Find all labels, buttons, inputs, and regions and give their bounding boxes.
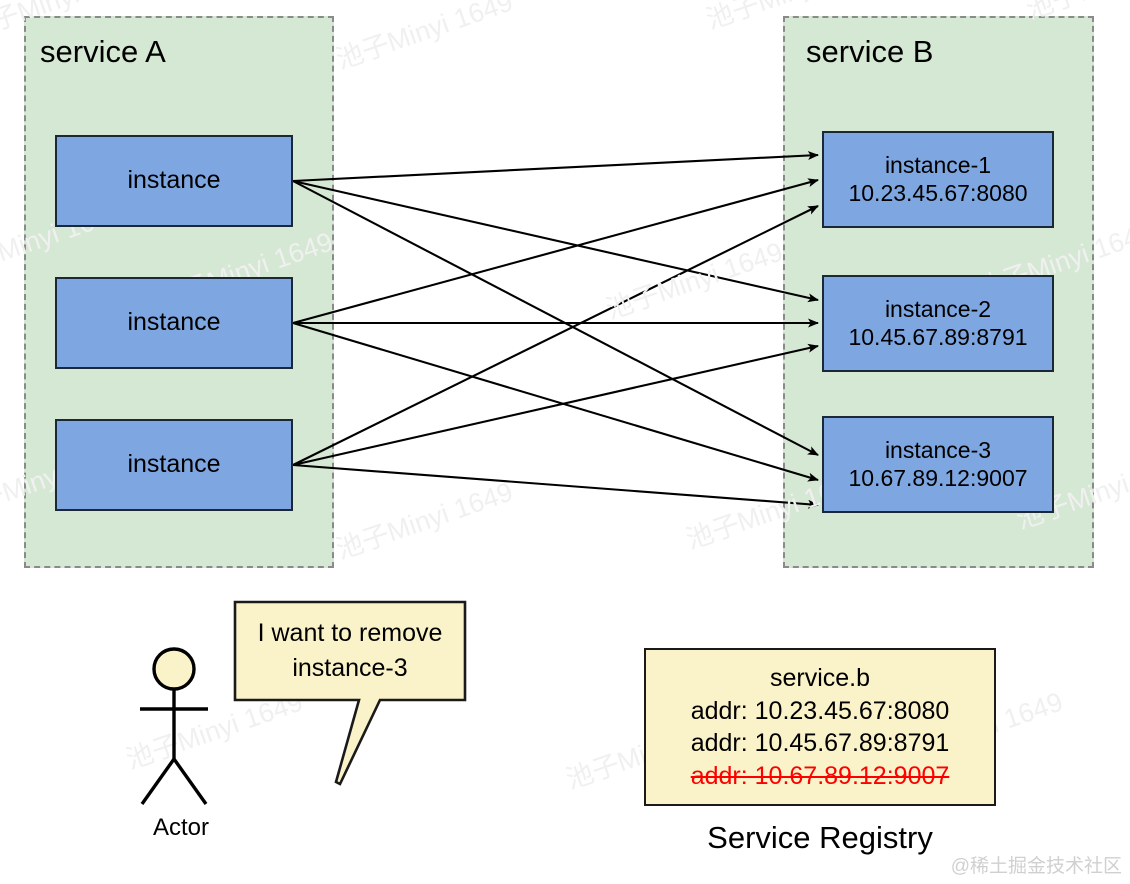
actor-label: Actor: [152, 814, 209, 841]
service-a-instance-1[interactable]: instance: [55, 135, 293, 227]
service-registry-box[interactable]: service.b addr: 10.23.45.67:8080 addr: 1…: [644, 648, 996, 806]
instance-name: instance-2: [884, 296, 992, 323]
speech-line-1: I want to remove: [257, 619, 443, 647]
instance-label: instance: [127, 450, 221, 479]
instance-address: 10.23.45.67:8080: [848, 179, 1028, 206]
watermark-text: 池子Minyi 1649: [602, 236, 787, 325]
registry-entry: addr: 10.23.45.67:8080: [690, 696, 950, 725]
service-b-title: service B: [806, 34, 934, 69]
registry-entry-removed: addr: 10.67.89.12:9007: [690, 761, 950, 790]
arrow-a1-b3: [292, 180, 819, 456]
instance-label: instance: [127, 308, 221, 337]
service-a-instance-3[interactable]: instance: [55, 419, 293, 511]
speech-bubble-shape: [233, 600, 467, 786]
instance-name: instance-1: [884, 152, 992, 179]
actor-figure[interactable]: [128, 646, 233, 811]
instance-address: 10.45.67.89:8791: [848, 323, 1028, 350]
service-a-instance-2[interactable]: instance: [55, 277, 293, 369]
speech-bubble-text: I want to remove instance-3: [243, 616, 457, 685]
registry-entry: addr: 10.45.67.89:8791: [690, 729, 950, 757]
instance-label: instance: [127, 166, 221, 195]
speech-line-2: instance-3: [292, 653, 408, 682]
community-credit-watermark: @稀土掘金技术社区: [950, 856, 1122, 877]
service-b-instance-3[interactable]: instance-3 10.67.89.12:9007: [822, 416, 1054, 513]
speech-bubble: [233, 600, 467, 786]
arrow-a3-b2: [292, 343, 819, 467]
arrow-a2-b3: [292, 321, 819, 482]
registry-caption: Service Registry: [707, 820, 933, 855]
service-b-instance-1[interactable]: instance-1 10.23.45.67:8080: [822, 131, 1054, 228]
actor-leg-left-icon: [140, 758, 176, 805]
arrow-a1-b2: [292, 179, 819, 303]
arrow-a3-b3: [292, 463, 819, 509]
instance-name: instance-3: [884, 437, 992, 464]
arrow-a1-b1: [292, 151, 819, 183]
instance-address: 10.67.89.12:9007: [848, 464, 1028, 491]
service-b-instance-2[interactable]: instance-2 10.45.67.89:8791: [822, 275, 1054, 372]
watermark-text: 池子Minyi 1649: [332, 0, 517, 75]
arrow-a3-b1: [292, 205, 819, 466]
actor-head-icon: [152, 647, 196, 691]
registry-service-name: service.b: [769, 664, 871, 692]
actor-leg-right-icon: [172, 758, 208, 805]
arrow-a2-b1: [292, 178, 819, 325]
service-a-title: service A: [40, 34, 166, 69]
watermark-text: 池子Minyi 1649: [332, 476, 517, 565]
